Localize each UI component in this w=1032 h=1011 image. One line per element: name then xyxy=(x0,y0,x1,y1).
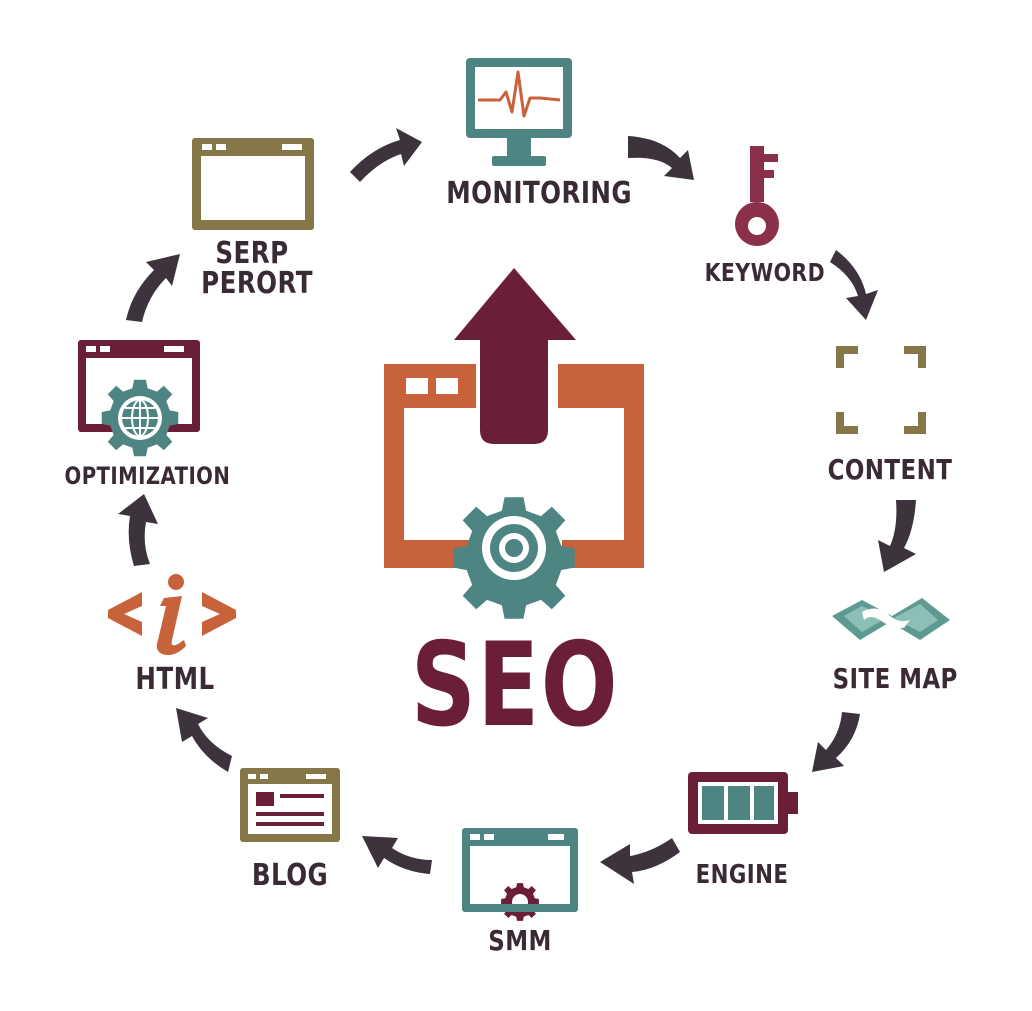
serp-label-line2: PERORT xyxy=(201,266,313,301)
key-icon xyxy=(735,146,779,246)
engine-label: ENGINE xyxy=(695,860,789,890)
smm-label: SMM xyxy=(488,924,552,957)
monitoring-label: MONITORING xyxy=(446,176,633,211)
map-icon xyxy=(832,598,950,640)
arrow-serp-to-monitoring xyxy=(350,128,422,182)
monitoring-icon xyxy=(466,58,572,166)
seo-title: SEO xyxy=(410,618,620,753)
arrow-content-to-sitemap xyxy=(878,500,916,572)
cycle-arrows xyxy=(118,128,916,884)
smm-icon xyxy=(462,828,578,921)
site-map-label: SITE MAP xyxy=(832,662,958,695)
arrow-keyword-to-content xyxy=(830,250,878,320)
arrow-html-to-optimization xyxy=(118,494,158,566)
content-icon xyxy=(836,346,926,434)
battery-icon xyxy=(688,772,798,834)
html-label: HTML xyxy=(135,662,215,697)
arrow-blog-to-html xyxy=(176,708,232,772)
blog-icon xyxy=(240,768,340,842)
optimization-icon xyxy=(78,340,200,457)
arrow-smm-to-blog xyxy=(362,836,432,874)
arrow-optimization-to-serp xyxy=(126,254,180,322)
content-label: CONTENT xyxy=(827,453,953,486)
arrow-engine-to-smm xyxy=(600,838,680,884)
keyword-label: KEYWORD xyxy=(704,258,826,287)
arrow-monitoring-to-keyword xyxy=(628,136,694,180)
seo-center-graphic xyxy=(384,268,644,619)
serp-report-icon xyxy=(192,138,314,230)
serp-label-line1: SERP xyxy=(215,236,289,271)
blog-label: BLOG xyxy=(251,858,329,893)
optimization-label: OPTIMIZATION xyxy=(64,462,231,490)
arrow-sitemap-to-engine xyxy=(812,712,860,772)
html-icon xyxy=(108,574,236,655)
